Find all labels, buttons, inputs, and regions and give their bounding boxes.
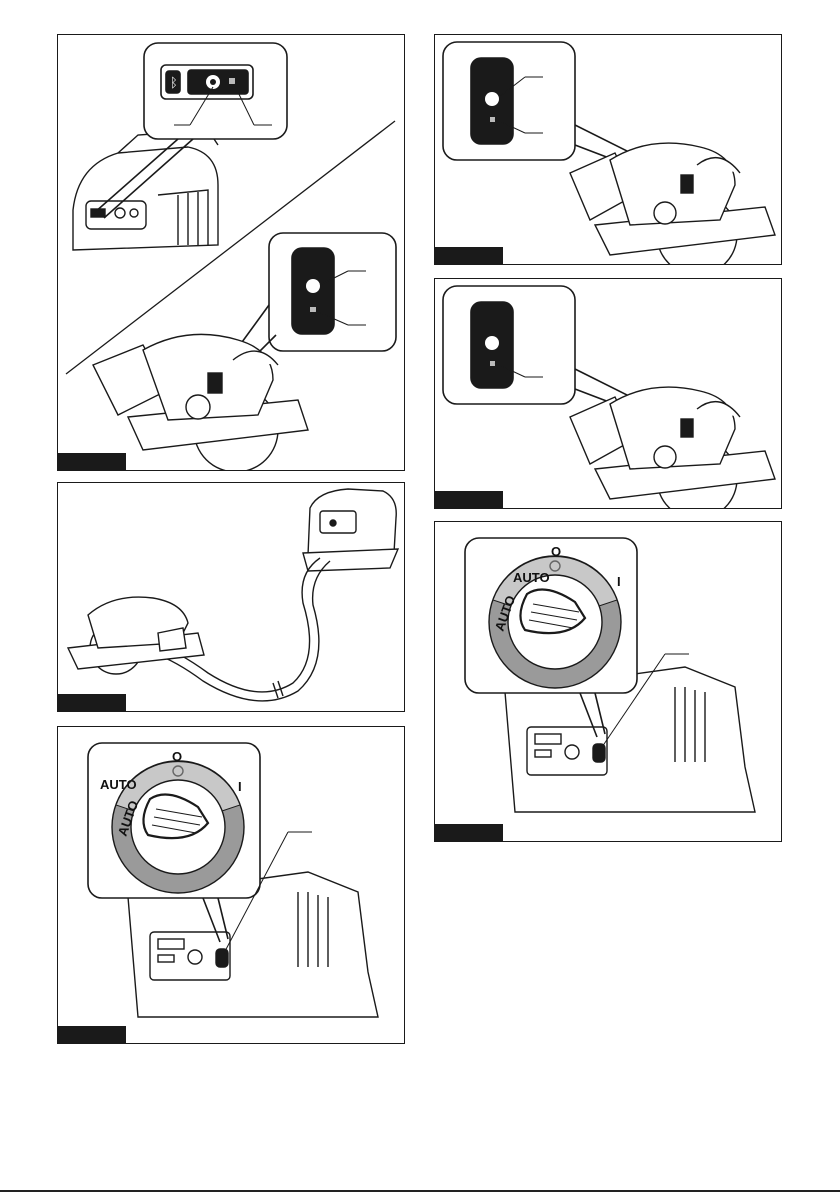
figure-2-label-tag bbox=[58, 694, 126, 711]
dial-auto-label: AUTO bbox=[513, 570, 550, 585]
dust-extractor-panel bbox=[73, 130, 218, 250]
figure-6-illustration: AUTO AUTO O I bbox=[435, 522, 782, 842]
figure-5-illustration: AUTO AUTO O I bbox=[58, 727, 405, 1044]
circular-saw bbox=[570, 387, 775, 509]
figure-5: AUTO AUTO O I bbox=[57, 726, 405, 1044]
figure-2-illustration bbox=[58, 483, 405, 712]
dial-off-mark: O bbox=[551, 544, 561, 559]
figure-1: ᛒ bbox=[57, 34, 405, 471]
figure-1-label-tag bbox=[58, 453, 126, 470]
figure-5-label-tag bbox=[58, 1026, 126, 1043]
figure-3-label-tag bbox=[435, 247, 503, 264]
figure-6: AUTO AUTO O I bbox=[434, 521, 782, 842]
figure-3-illustration bbox=[435, 35, 782, 265]
dial-on-mark: I bbox=[617, 574, 621, 589]
dial-off-mark: O bbox=[172, 749, 182, 764]
figure-3 bbox=[434, 34, 782, 265]
figure-4 bbox=[434, 278, 782, 509]
dust-extractor bbox=[303, 489, 398, 571]
figure-4-label-tag bbox=[435, 491, 503, 508]
figure-4-illustration bbox=[435, 279, 782, 509]
figure-6-label-tag bbox=[435, 824, 503, 841]
circular-saw bbox=[570, 143, 775, 265]
dial-on-mark: I bbox=[238, 779, 242, 794]
figure-2 bbox=[57, 482, 405, 712]
circular-saw bbox=[68, 597, 204, 674]
figure-1-illustration: ᛒ bbox=[58, 35, 405, 471]
svg-text:ᛒ: ᛒ bbox=[170, 76, 178, 91]
dial-auto-label: AUTO bbox=[100, 777, 137, 792]
mode-dial: AUTO bbox=[489, 556, 621, 688]
circular-saw bbox=[93, 334, 308, 471]
